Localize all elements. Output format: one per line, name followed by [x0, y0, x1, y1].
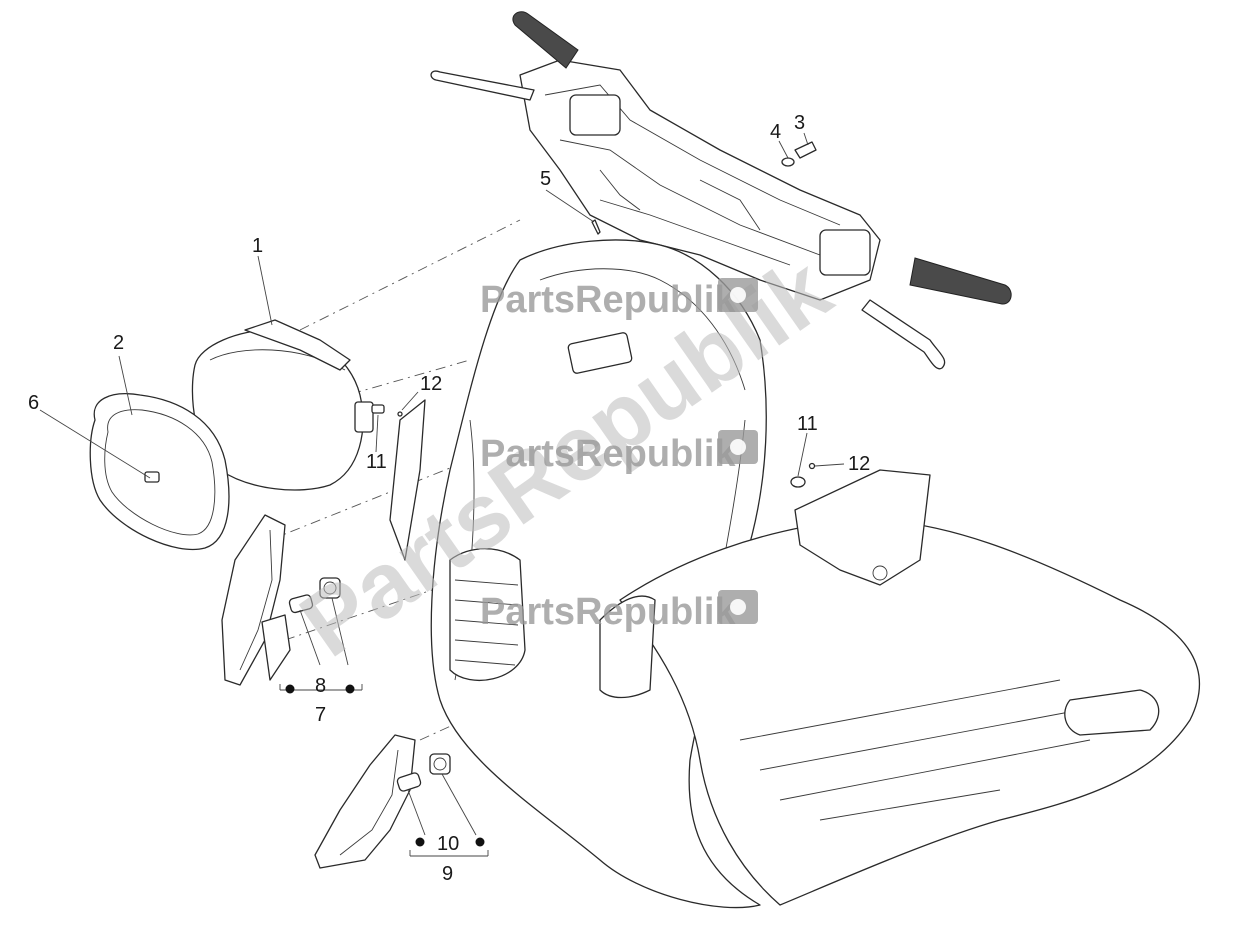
watermark-logo-3 [718, 590, 758, 624]
watermark-logo-2 [718, 430, 758, 464]
callout-9[interactable]: 9 [442, 863, 453, 885]
callout-2[interactable]: 2 [113, 332, 124, 354]
callout-3[interactable]: 3 [794, 112, 805, 134]
callout-leaders [39, 132, 845, 857]
watermark-layer: PartsRepublik PartsRepublik PartsRepubli… [283, 238, 849, 677]
callout-10[interactable]: 10 [437, 833, 459, 855]
handlebar-assembly [430, 11, 1012, 370]
callout-7[interactable]: 7 [315, 704, 326, 726]
turn-signal-part-7 [221, 514, 349, 686]
callout-12-headlamp[interactable]: 12 [420, 373, 442, 395]
watermark-brand-1: PartsRepublik [480, 279, 736, 321]
callout-5[interactable]: 5 [540, 168, 551, 190]
callout-6[interactable]: 6 [28, 392, 39, 414]
callout-11-headlamp[interactable]: 11 [366, 451, 387, 473]
callout-12-body[interactable]: 12 [848, 453, 870, 475]
headlamp-part-1 [191, 319, 374, 491]
leg-shield-body [389, 239, 1200, 909]
watermark-logo-1 [718, 278, 758, 312]
watermark-brand-2: PartsRepublik [480, 433, 736, 475]
callout-11-body[interactable]: 11 [797, 413, 818, 435]
callout-8[interactable]: 8 [315, 675, 326, 697]
callout-labels: 1 2 3 4 5 6 7 8 9 10 11 11 12 12 [28, 112, 870, 885]
watermark-brand-3: PartsRepublik [480, 591, 736, 633]
turn-signal-part-9 [314, 734, 477, 869]
callout-4[interactable]: 4 [770, 121, 781, 143]
callout-1[interactable]: 1 [252, 235, 263, 257]
headlamp-frame-part-2 [89, 393, 230, 550]
hardware-parts [371, 141, 817, 488]
